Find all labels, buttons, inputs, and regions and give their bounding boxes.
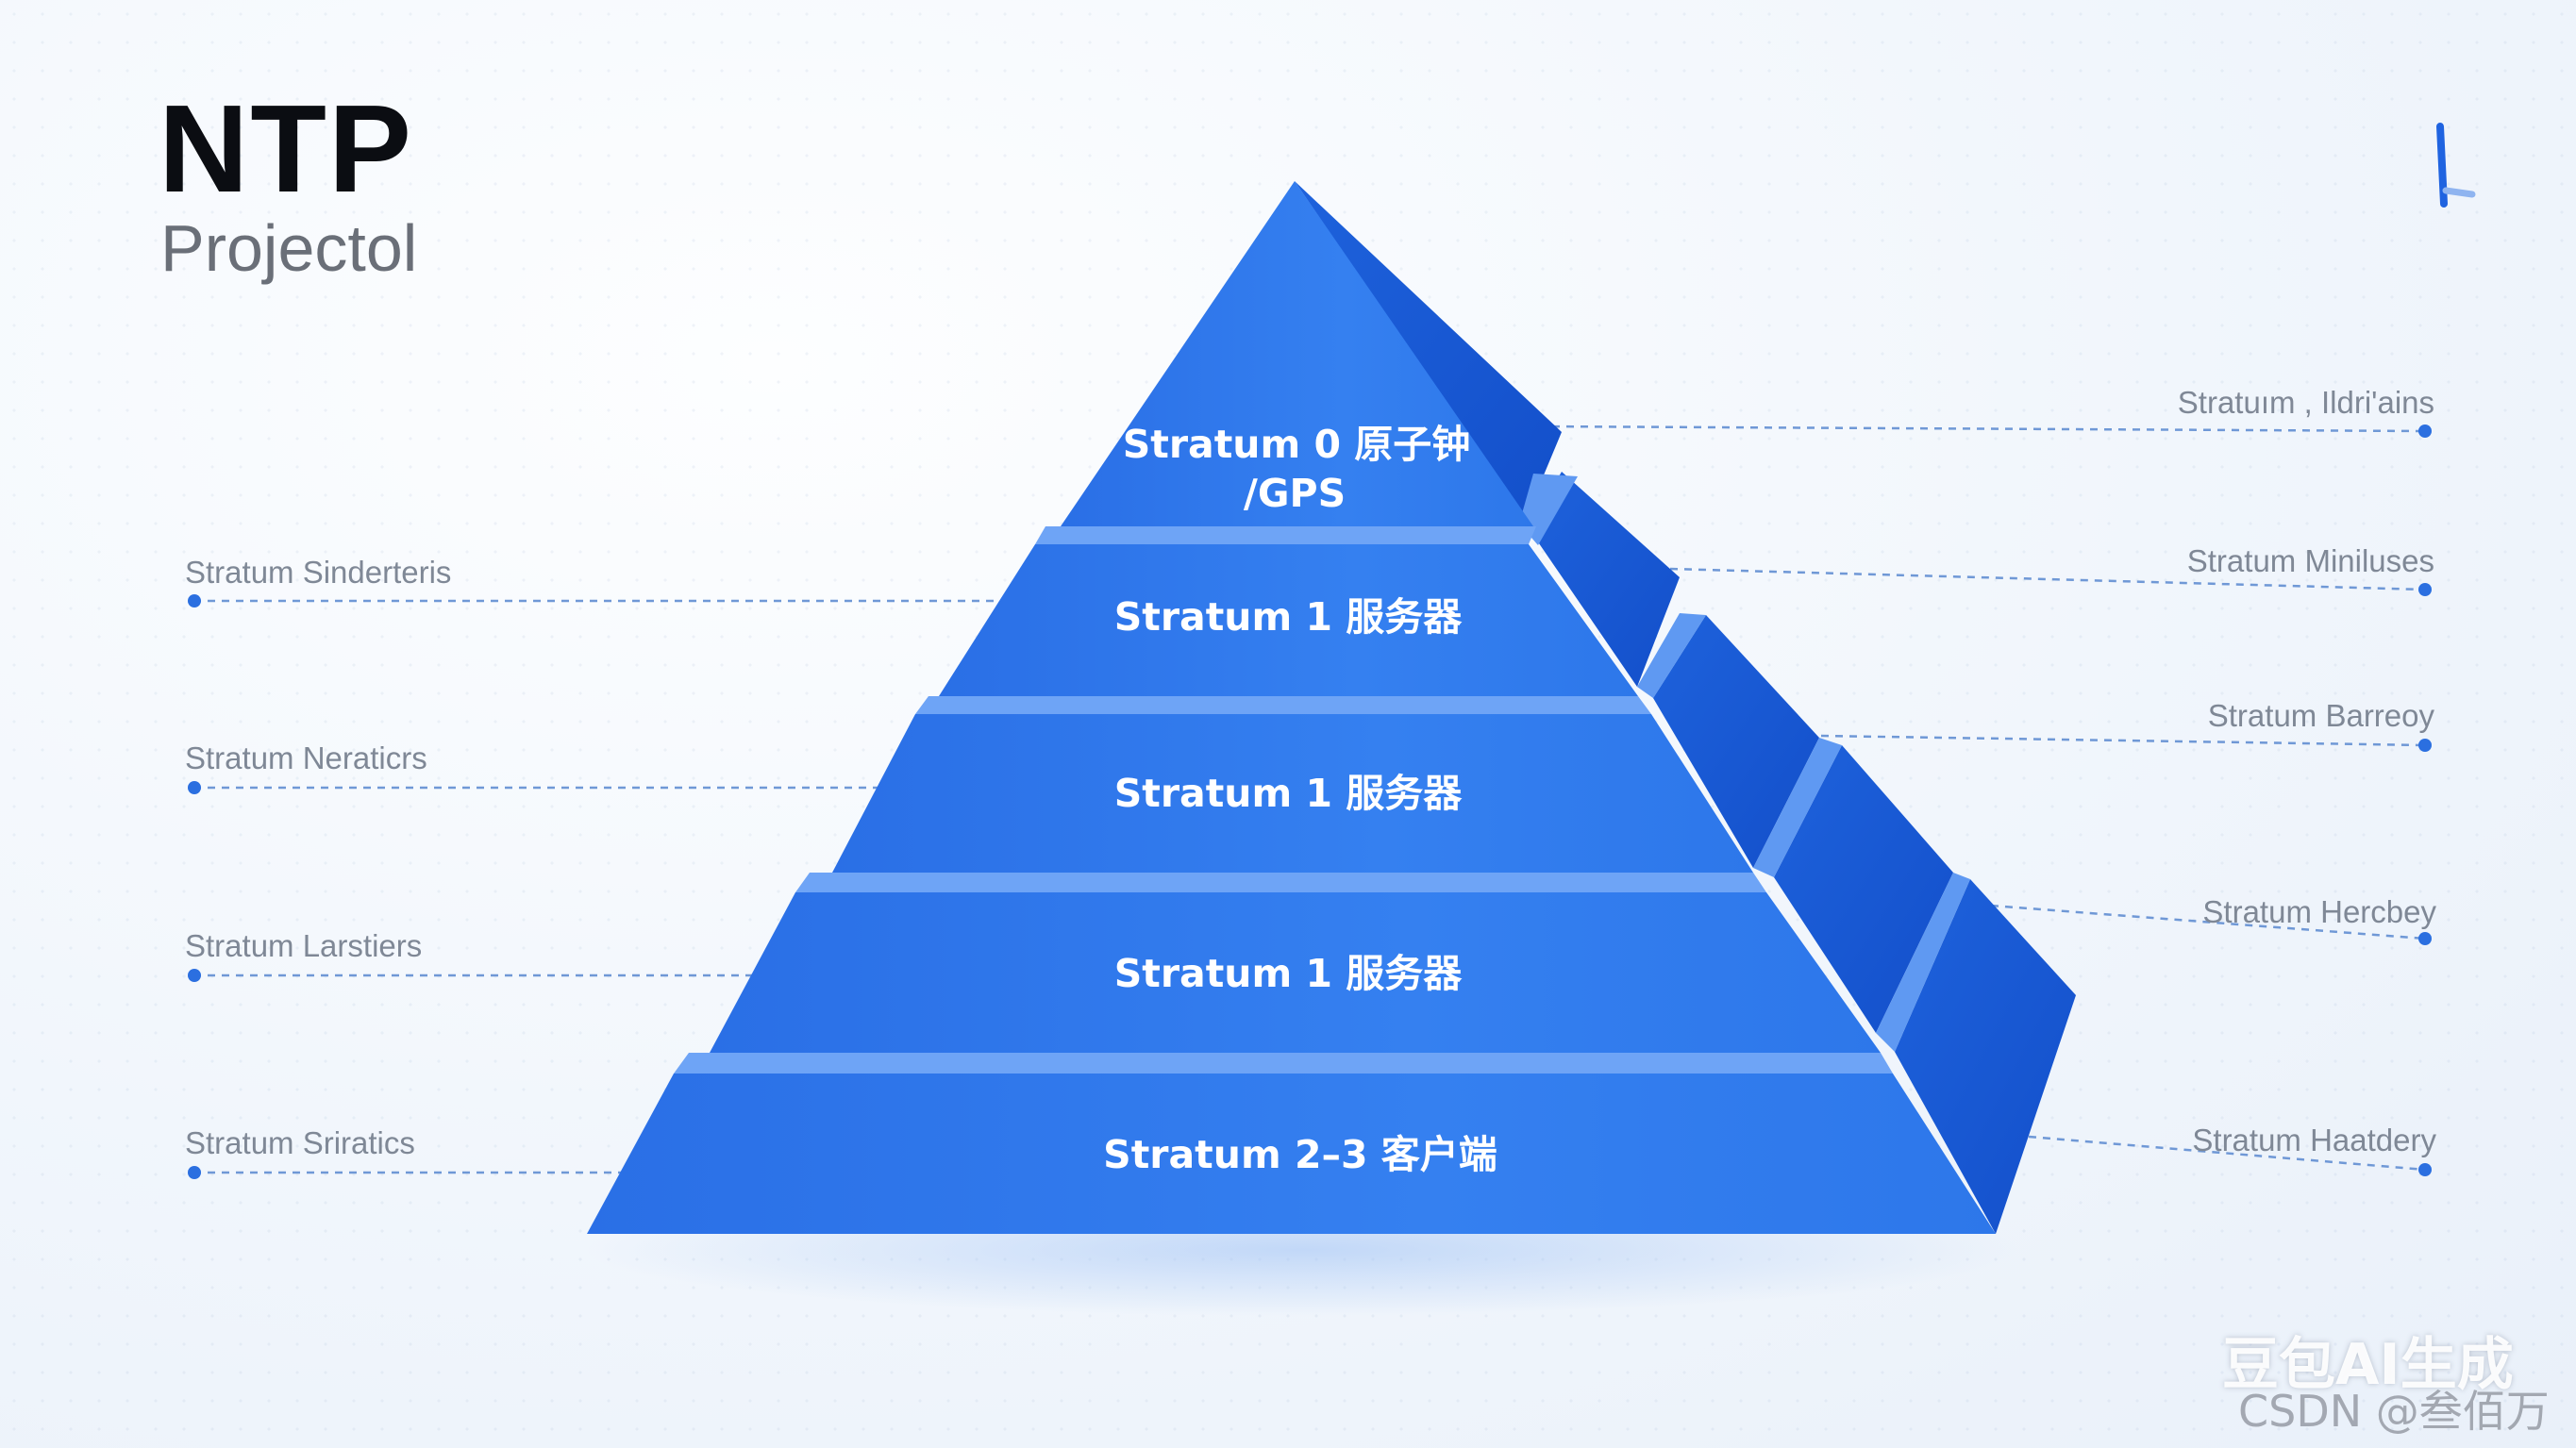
left-label-4: Stratum Sriratics	[185, 1125, 415, 1160]
tier-4-label: Stratum 2–3 客户端	[1103, 1132, 1497, 1177]
tier-0-label-line2: /GPS	[1244, 471, 1346, 516]
left-label-1: Stratum Sinderteris	[185, 555, 451, 590]
tier-1-label: Stratum 1 服务器	[1114, 594, 1464, 640]
left-side-labels: Stratum Sinderteris Stratum Neraticrs St…	[185, 555, 451, 1160]
right-side-labels: Stratuım , Ildri'ains Stratum Miniluses …	[2178, 385, 2437, 1157]
right-label-5: Stratum Haatdery	[2192, 1123, 2436, 1157]
tier-3-label: Stratum 1 服务器	[1114, 951, 1464, 996]
left-label-2: Stratum Neraticrs	[185, 741, 427, 775]
tier-0-label-line1: Stratum 0 原子钟	[1123, 422, 1471, 467]
right-label-4: Stratum Hercbey	[2202, 894, 2436, 929]
right-label-3: Stratum Barreoy	[2208, 698, 2435, 733]
tier-2-label: Stratum 1 服务器	[1114, 771, 1464, 816]
left-label-3: Stratum Larstiers	[185, 928, 422, 963]
right-label-2: Stratum Miniluses	[2187, 543, 2434, 578]
right-label-1: Stratuım , Ildri'ains	[2178, 385, 2434, 420]
author-credit: CSDN @叁佰万	[2238, 1377, 2550, 1440]
